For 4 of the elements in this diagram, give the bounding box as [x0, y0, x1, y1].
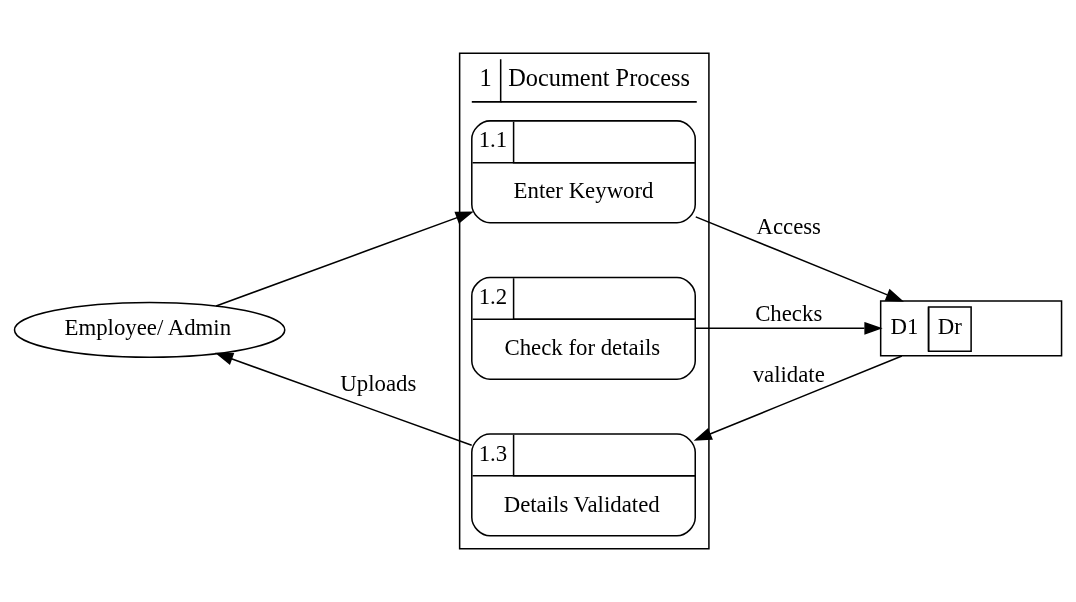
edge-label: validate — [752, 361, 825, 387]
edge-label: Uploads — [340, 370, 417, 396]
edge-label: Access — [756, 214, 821, 240]
edge-label: Checks — [755, 300, 823, 326]
